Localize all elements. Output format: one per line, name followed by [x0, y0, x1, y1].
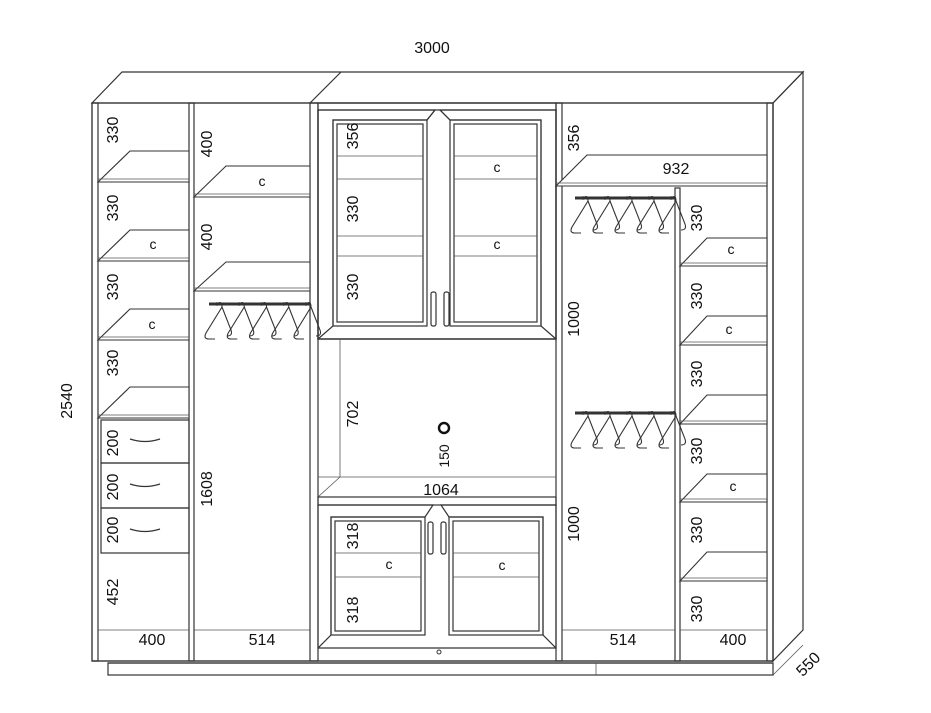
center-lower-height-label: 318	[345, 523, 362, 550]
shelf-mark: c	[728, 241, 735, 257]
drawer-handle	[129, 483, 161, 488]
hanger-icon	[592, 411, 621, 449]
col5-shelves	[678, 237, 768, 582]
col2-width-label: 514	[249, 632, 276, 649]
drawer-handle	[129, 528, 161, 533]
center-upper-cabinet	[317, 102, 557, 341]
hanger-icon	[570, 411, 599, 449]
drawer-height-label: 200	[105, 517, 122, 544]
col5-height-label: 330	[689, 205, 706, 232]
col5-height-label: 330	[689, 283, 706, 310]
col5-height-label: 330	[689, 438, 706, 465]
col5-width-label: 400	[720, 632, 747, 649]
hanger-icon	[614, 411, 643, 449]
overall-depth-label: 550	[793, 649, 824, 680]
col2-hanging-label: 1608	[199, 471, 216, 507]
door-handle	[443, 291, 450, 327]
col4-hanging-label: 1000	[566, 301, 583, 337]
col5-height-label: 330	[689, 361, 706, 388]
drawer-height-label: 200	[105, 474, 122, 501]
dimension-labels: 3000 2540 550 330 330 330 330 200 200 20…	[59, 40, 824, 680]
col5-height-label: 330	[689, 517, 706, 544]
overall-width-label: 3000	[414, 40, 450, 57]
col1-height-label: 330	[105, 195, 122, 222]
door-handle	[427, 521, 434, 555]
col5-height-label: 330	[689, 596, 706, 623]
overall-height-label: 2540	[59, 383, 76, 419]
hanger-icon	[226, 302, 255, 340]
col1-height-label: 330	[105, 274, 122, 301]
col2-height-label: 400	[199, 224, 216, 251]
col4-width-label: 514	[610, 632, 637, 649]
cable-hole-label: 150	[436, 444, 452, 468]
hanger-icon	[614, 196, 643, 234]
center-lower-height-label: 318	[345, 597, 362, 624]
col4-top-width-label: 932	[663, 161, 690, 178]
shelf-mark: c	[386, 556, 393, 572]
partitions	[91, 102, 774, 662]
tv-niche	[317, 339, 557, 506]
shelf-mark: c	[494, 159, 501, 175]
center-shelf-width-label: 1064	[423, 482, 459, 499]
cable-hole-icon	[437, 421, 451, 435]
shelf-mark: c	[259, 173, 266, 189]
center-lower-cabinet	[317, 504, 557, 655]
tv-niche-height-label: 702	[345, 401, 362, 428]
center-upper-height-label: 356	[345, 123, 362, 150]
center-upper-height-label: 330	[345, 274, 362, 301]
hanger-icon	[658, 411, 687, 449]
hanger-icon	[293, 302, 322, 340]
col1-height-label: 330	[105, 117, 122, 144]
hanger-icon	[570, 196, 599, 234]
col1-drawers	[100, 419, 190, 554]
hanger-icon	[658, 196, 687, 234]
center-upper-height-label: 330	[345, 196, 362, 223]
col1-width-label: 400	[139, 632, 166, 649]
col1-shelves	[96, 150, 190, 419]
hanger-icon	[636, 411, 665, 449]
shelf-mark: c	[149, 316, 156, 332]
hanger-rail-col4-upper	[570, 196, 687, 234]
shelf-mark: c	[730, 478, 737, 494]
col4-top-height-label: 356	[566, 125, 583, 152]
hanger-icon	[271, 302, 299, 340]
col1-height-label: 330	[105, 350, 122, 377]
door-handle	[440, 521, 447, 555]
door-handle	[430, 291, 437, 327]
hanger-rail-col2	[204, 302, 322, 340]
shelf-mark: c	[499, 557, 506, 573]
shelf-mark: c	[494, 236, 501, 252]
hanger-icon	[248, 302, 277, 340]
hanger-rail-col4-lower	[570, 411, 687, 449]
col2-height-label: 400	[199, 131, 216, 158]
col4-top-shelf	[554, 154, 768, 187]
drawer-height-label: 200	[105, 430, 122, 457]
drawer-handle	[129, 438, 161, 443]
shelf-mark: c	[726, 321, 733, 337]
col1-bottom-label: 452	[105, 579, 122, 606]
hanger-icon	[592, 196, 621, 234]
col2-shelves	[192, 165, 311, 292]
hanger-icon	[204, 302, 233, 340]
shelf-mark: c	[150, 236, 157, 252]
col4-hanging-label: 1000	[566, 506, 583, 542]
hanger-icon	[636, 196, 665, 234]
